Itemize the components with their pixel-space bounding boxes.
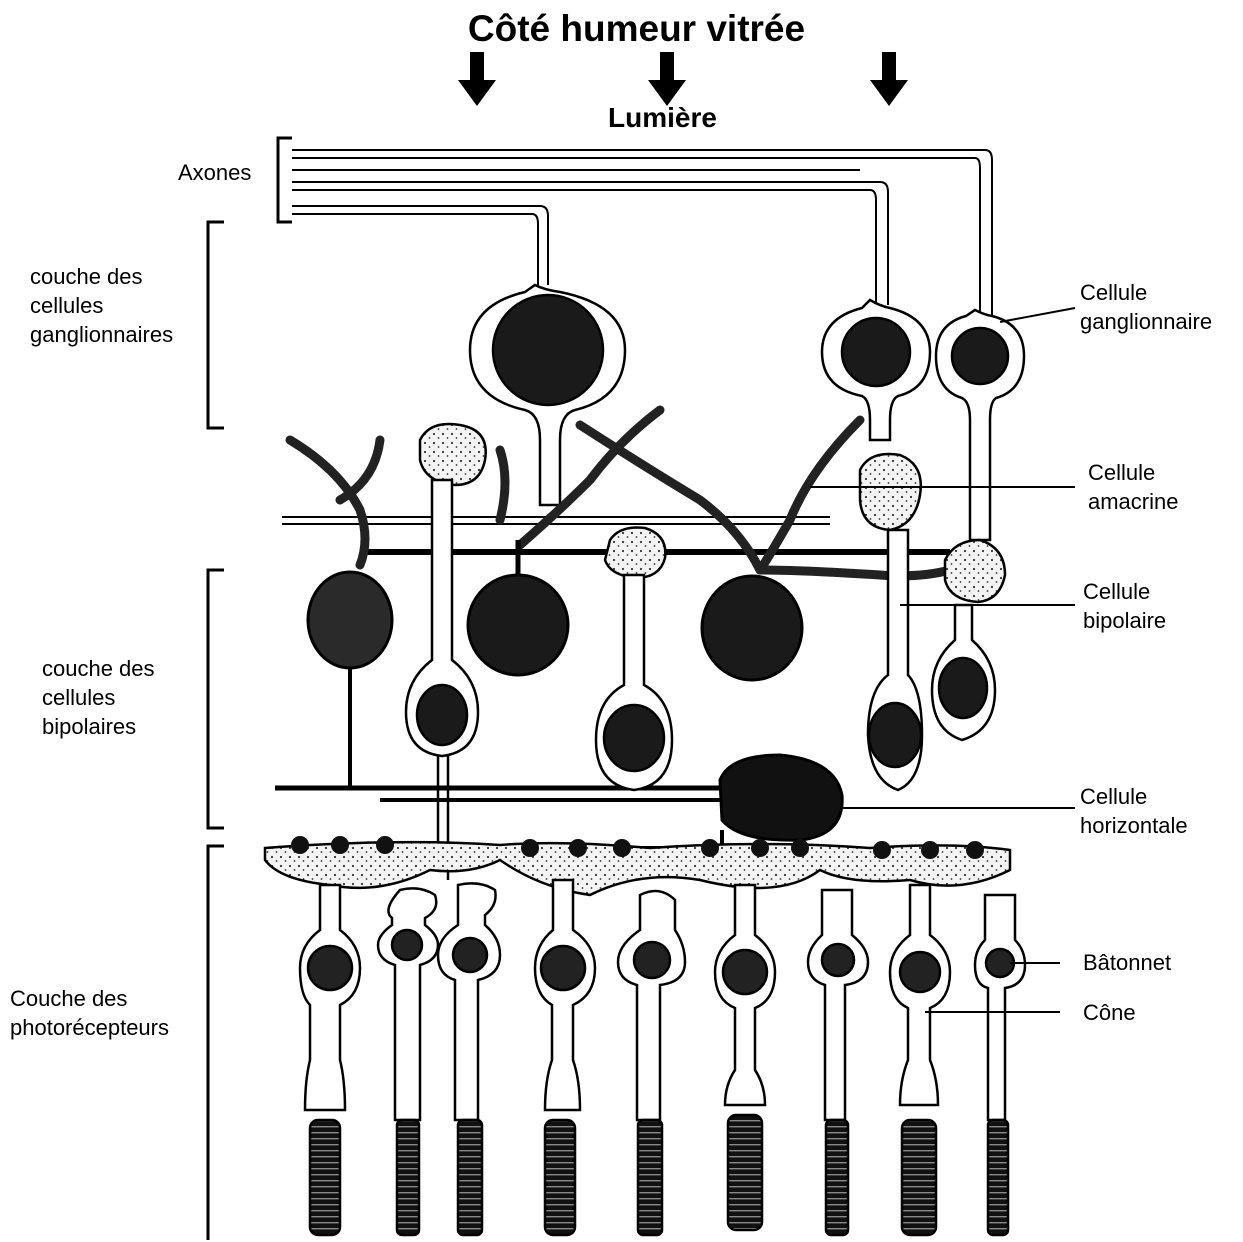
rod-cell [808,890,868,1235]
down-arrow-icon [870,52,908,106]
axons-bracket [278,138,292,222]
cone-cell [890,885,950,1235]
photoreceptors [300,880,1025,1235]
ganglion-layer-label: couche des cellules ganglionnaires [30,262,173,349]
axons-label: Axones [178,158,251,187]
rod-label: Bâtonnet [1083,948,1171,977]
cone-cell [535,880,595,1235]
down-arrow-icon [648,52,686,106]
photoreceptor-layer-label: Couche des photorécepteurs [10,984,169,1042]
layer-brackets [208,138,292,1240]
ganglion-cell-label: Cellule ganglionnaire [1080,278,1212,336]
photoreceptor-layer-bracket [208,846,224,1240]
photoreceptor-terminals [265,842,1010,895]
amacrine-cell-label: Cellule amacrine [1088,458,1178,516]
ganglion-cells [470,285,1024,540]
ganglion-layer-bracket [208,222,224,428]
axon-fibers [292,150,992,318]
light-arrows [458,52,908,106]
cone-label: Cône [1083,998,1136,1027]
bipolar-cells [406,480,995,880]
bipolar-layer-bracket [208,570,224,828]
bipolar-cell-label: Cellule bipolaire [1083,577,1166,635]
cone-cell [715,885,775,1230]
rod-cell [975,895,1025,1235]
horizontal-cell-label: Cellule horizontale [1080,782,1188,840]
down-arrow-icon [458,52,496,106]
rod-cell [438,883,500,1235]
cone-cell [300,885,360,1235]
inner-nuclear-cells [308,540,802,790]
rod-cell [618,891,685,1235]
rod-cell [378,888,438,1235]
bipolar-layer-label: couche des cellules bipolaires [42,654,155,741]
ganglion-leader [1000,308,1075,322]
